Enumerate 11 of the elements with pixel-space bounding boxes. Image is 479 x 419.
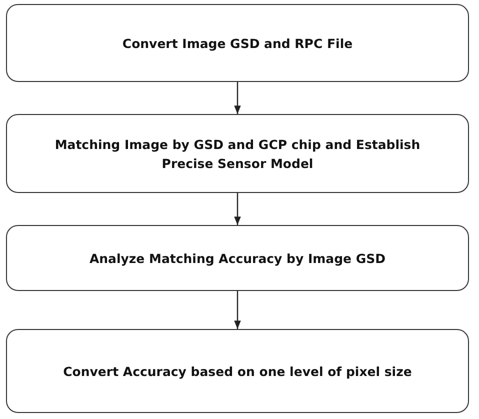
process-box xyxy=(6,4,469,82)
arrow xyxy=(234,82,241,114)
arrow xyxy=(234,291,241,329)
arrow xyxy=(234,193,241,225)
step-text: Convert Image GSD and RPC File xyxy=(122,34,353,52)
process-box xyxy=(6,225,469,291)
step-text: Convert Accuracy based on one level of pixel size xyxy=(63,362,412,380)
step-text: Matching Image by GSD and GCP chip and Establish Precise Sensor Model xyxy=(54,136,422,172)
process-box xyxy=(6,114,469,193)
step-text: Analyze Matching Accuracy by Image GSD xyxy=(89,250,386,268)
process-box xyxy=(6,329,469,413)
